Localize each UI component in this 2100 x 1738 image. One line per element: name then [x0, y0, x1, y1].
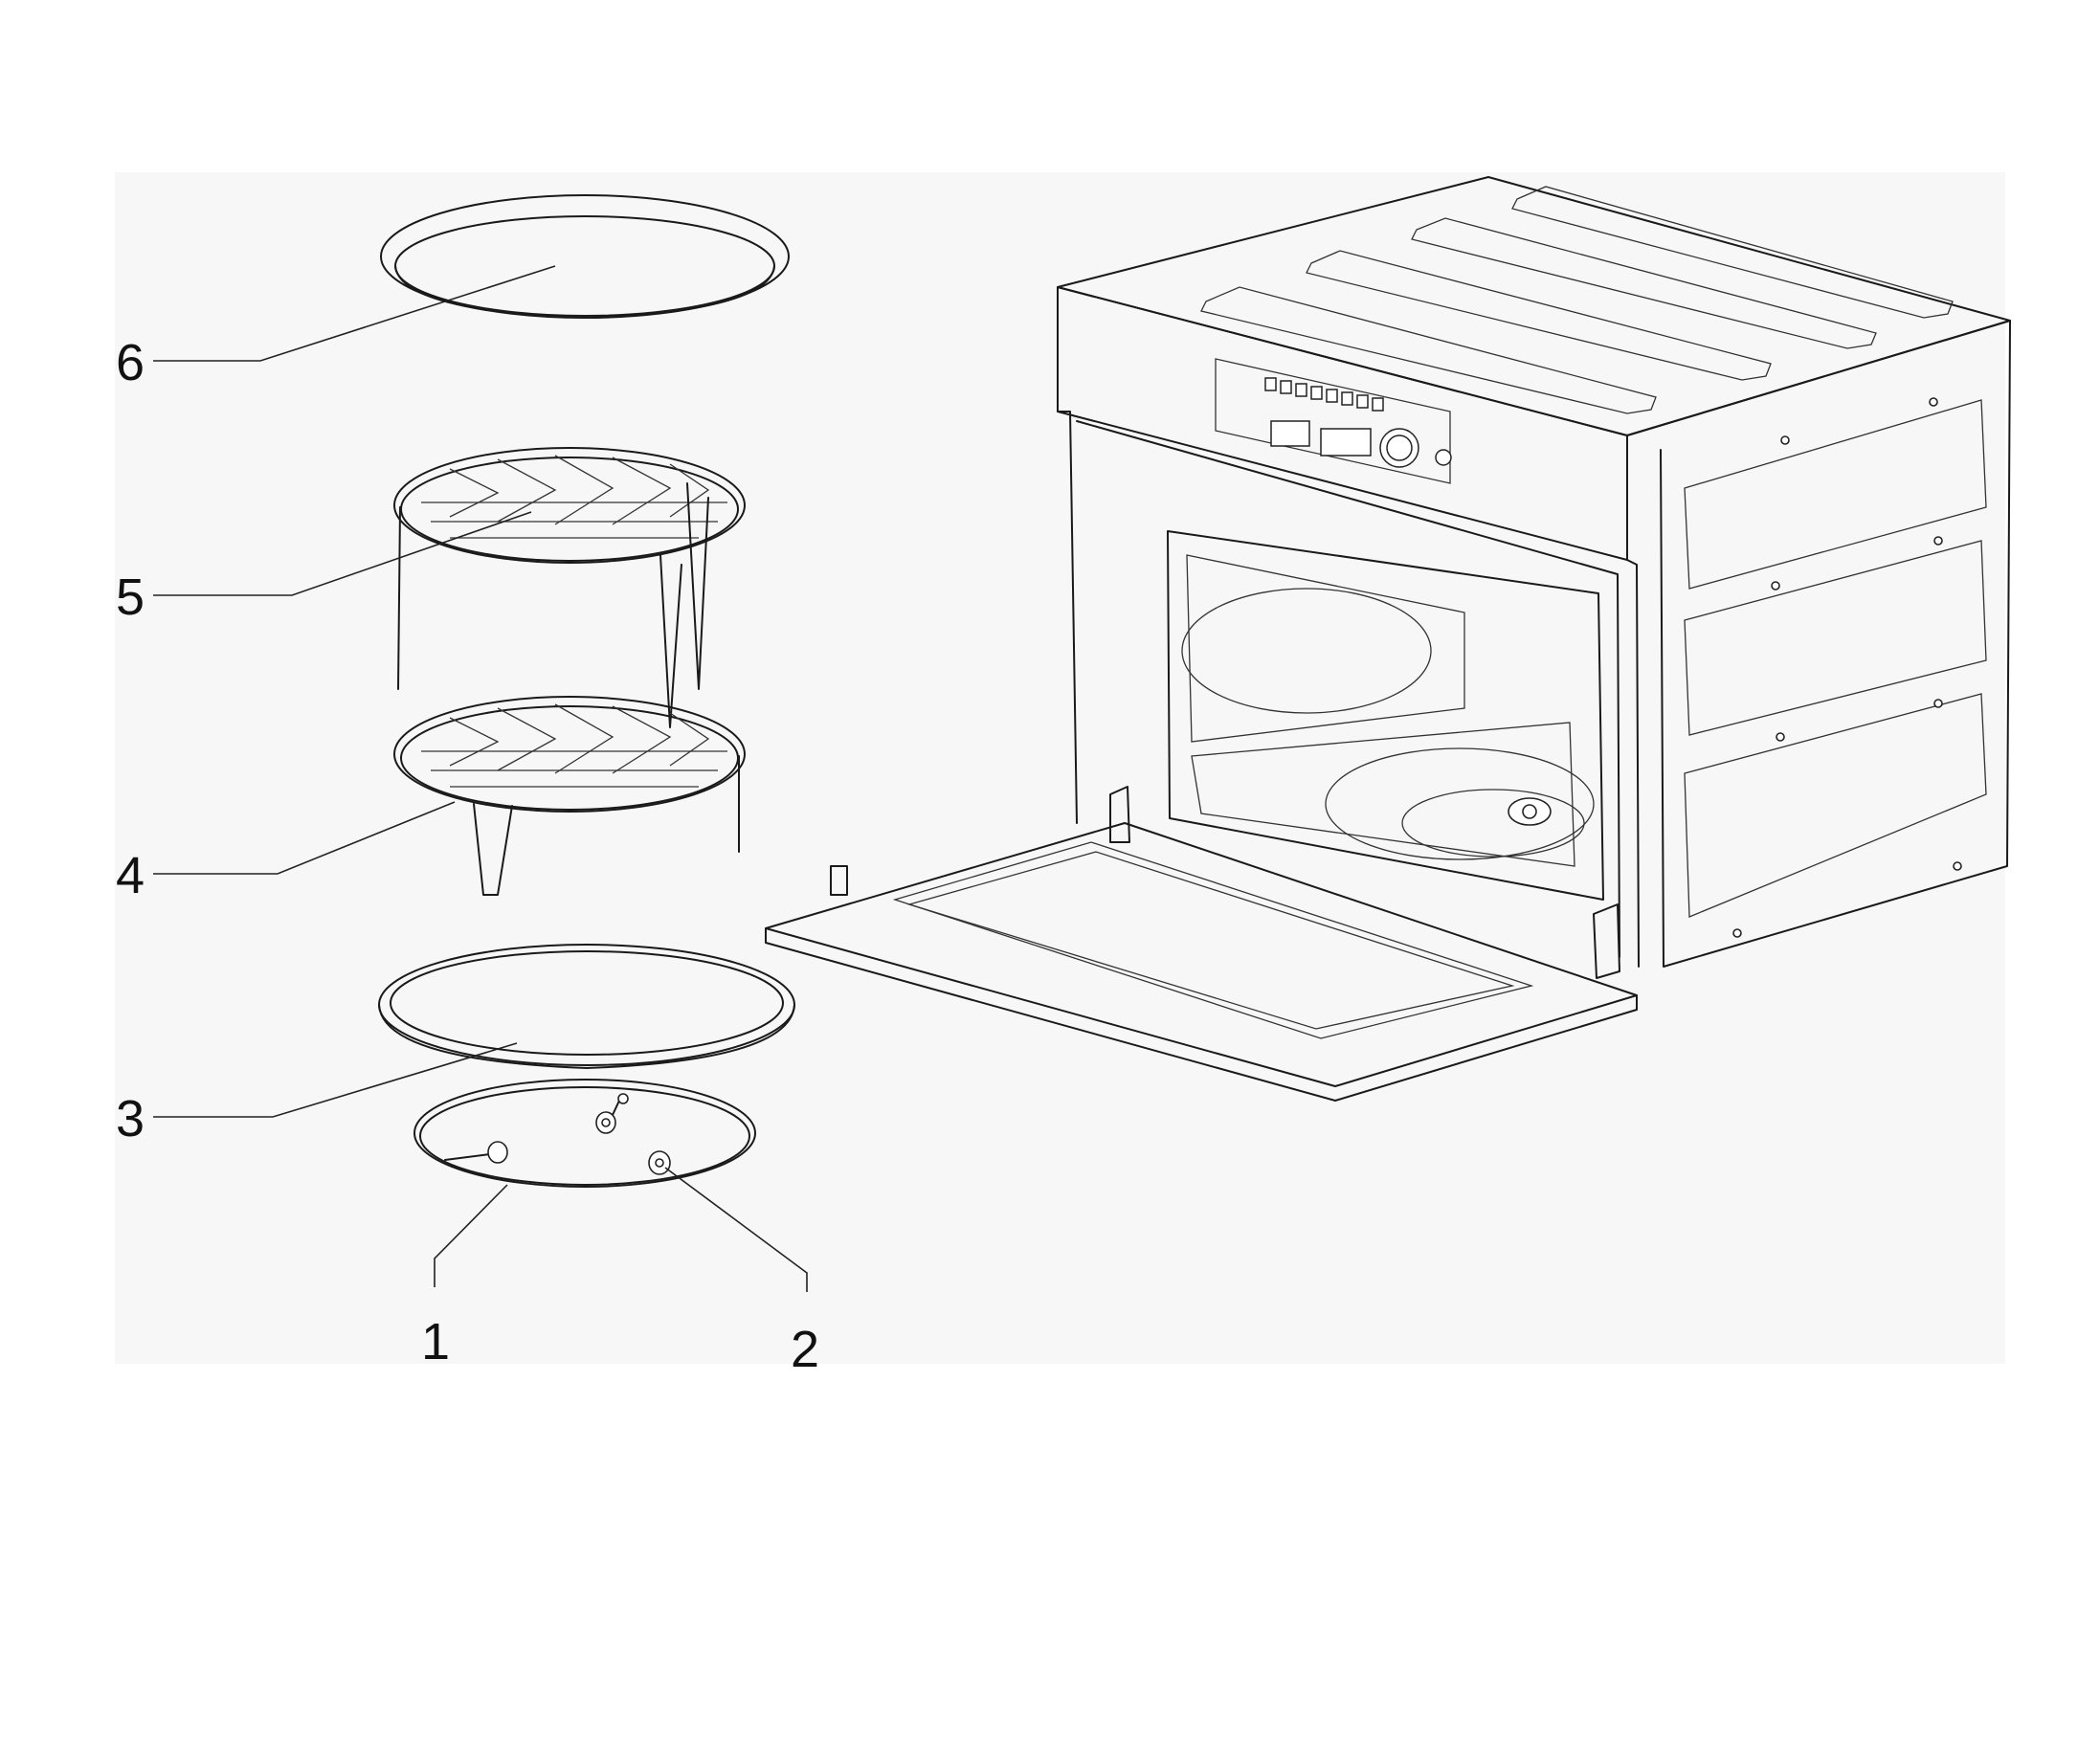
turntable-plate-part-3: [378, 944, 795, 1069]
callout-2: 2: [791, 1321, 819, 1378]
baking-tray-part-6: [380, 194, 790, 319]
leader-lines: [153, 265, 808, 1292]
callout-3: 3: [116, 1090, 145, 1148]
display-right: [1320, 428, 1372, 457]
leader-1: [434, 1184, 508, 1287]
display-left: [1270, 420, 1310, 447]
roller-wheels-part-2: [487, 1093, 671, 1175]
callout-5: 5: [116, 568, 145, 626]
leader-6: [153, 265, 556, 362]
callout-4: 4: [116, 847, 145, 904]
leader-2: [664, 1167, 808, 1292]
callout-6: 6: [116, 334, 145, 391]
built-in-oven: [765, 176, 2011, 1102]
control-buttons: [1264, 377, 1384, 412]
leader-3: [153, 1042, 518, 1118]
callout-labels: 6 5 4 3 1 2: [116, 334, 819, 1378]
low-rack-part-4: [393, 696, 746, 896]
leader-4: [153, 801, 456, 875]
high-rack-part-5: [393, 447, 746, 728]
drawing-area: [115, 172, 2005, 1364]
leader-5: [153, 511, 532, 596]
callout-1: 1: [421, 1313, 450, 1370]
